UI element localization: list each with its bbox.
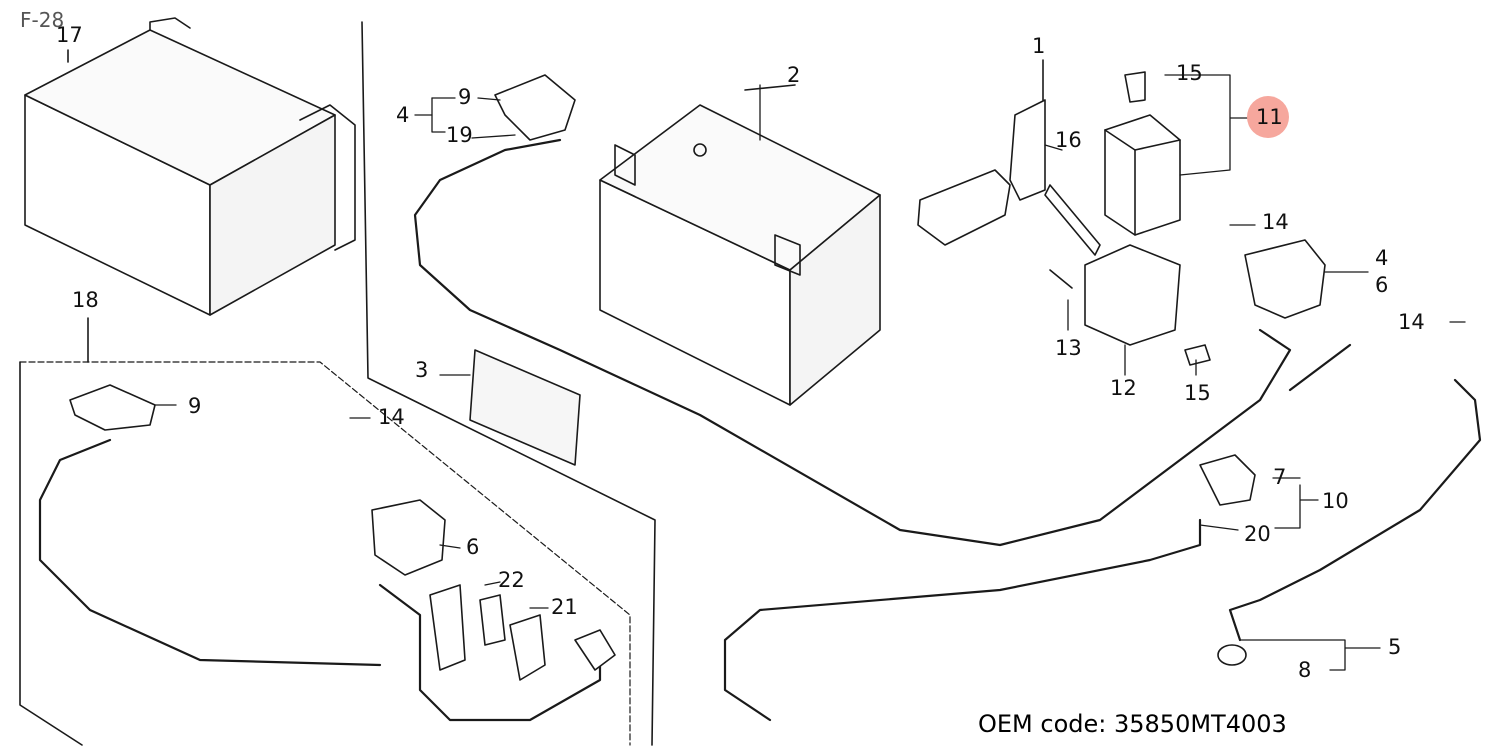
callout-4b[interactable]: 4 [1375,246,1389,270]
callout-14b[interactable]: 14 [1398,310,1425,334]
wire-harness-drawing [38,138,1482,722]
relay-holder-drawing [1084,244,1181,346]
battery-pad-drawing [469,349,581,466]
callout-20[interactable]: 20 [1244,522,1271,546]
callout-9b[interactable]: 9 [188,394,202,418]
terminal-cap-7-drawing [1199,454,1256,506]
callout-13[interactable]: 13 [1055,336,1082,360]
callout-14a[interactable]: 14 [1262,210,1289,234]
battery-cover-drawing [24,17,356,316]
callout-12[interactable]: 12 [1110,376,1137,400]
starter-relay-drawing [1104,71,1181,236]
terminal-cover-drawing [494,74,576,141]
assembly-boundary-lines [19,21,656,746]
terminal-cover-8-drawing [1217,644,1247,666]
callout-3[interactable]: 3 [415,358,429,382]
bracket-drawing [917,59,1046,246]
sub-harness-drawing [429,584,616,681]
callout-5[interactable]: 5 [1388,635,1402,659]
callout-17[interactable]: 17 [56,23,83,47]
fuse-15-drawing [1184,344,1211,366]
callout-14c[interactable]: 14 [378,405,405,429]
callout-15b[interactable]: 15 [1184,381,1211,405]
callout-9a[interactable]: 9 [458,85,472,109]
highlight-marker [1247,96,1289,138]
callout-4a[interactable]: 4 [396,103,410,127]
leader-lines [154,74,1466,671]
callout-10[interactable]: 10 [1322,489,1349,513]
callout-8[interactable]: 8 [1298,658,1312,682]
callout-6a[interactable]: 6 [1375,273,1389,297]
callout-16[interactable]: 16 [1055,128,1082,152]
callout-18[interactable]: 18 [72,288,99,312]
oem-code: OEM code: 35850MT4003 [978,710,1287,738]
callout-1[interactable]: 1 [1032,34,1046,58]
sheet-reference: F-28 [20,8,65,32]
battery-drawing [599,84,881,406]
terminal-cap-drawing [1244,239,1326,319]
callout-6b[interactable]: 6 [466,535,480,559]
terminal-cover-left-drawing [69,384,156,431]
callout-15a[interactable]: 15 [1176,61,1203,85]
callout-19[interactable]: 19 [446,123,473,147]
callout-2[interactable]: 2 [787,63,801,87]
terminal-cap-left-drawing [371,499,446,576]
callout-11[interactable]: 11 [1256,105,1283,129]
terminal-strap-drawing [1044,184,1101,256]
callout-22[interactable]: 22 [498,568,525,592]
callout-21[interactable]: 21 [551,595,578,619]
bolt-13-drawing [1049,269,1073,289]
callout-7[interactable]: 7 [1273,465,1287,489]
